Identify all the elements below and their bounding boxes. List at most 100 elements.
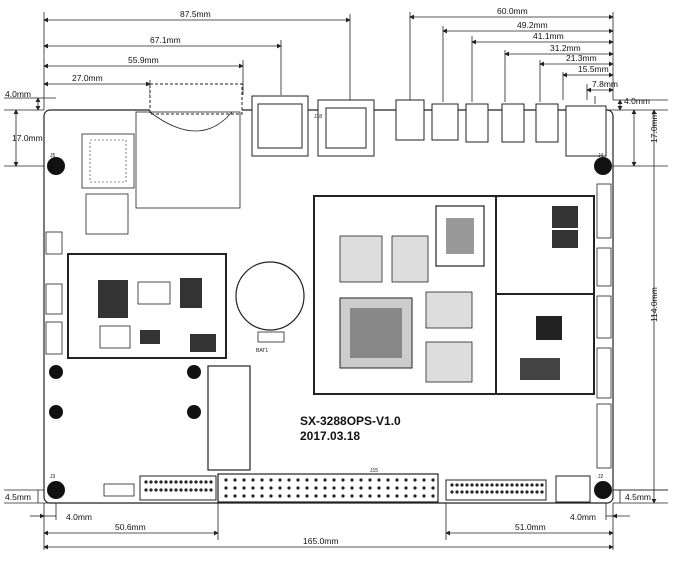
- hole-top-left: [47, 157, 65, 175]
- pin: [323, 494, 327, 498]
- pin: [314, 486, 318, 490]
- pin: [251, 486, 255, 490]
- pin: [287, 486, 291, 490]
- dim-bottom-right-conn: 51.0mm: [515, 522, 546, 532]
- pin: [422, 486, 426, 490]
- pin: [184, 480, 188, 484]
- pin: [495, 483, 499, 487]
- pin: [359, 494, 363, 498]
- pin: [404, 494, 408, 498]
- pin: [194, 480, 198, 484]
- pin: [224, 486, 228, 490]
- board-outline: [43, 109, 614, 504]
- dim-right-hole-y: 17.0mm: [649, 112, 659, 143]
- pin: [199, 480, 203, 484]
- pin: [296, 478, 300, 482]
- pin: [465, 490, 469, 494]
- pin: [323, 478, 327, 482]
- pin: [404, 478, 408, 482]
- pin: [530, 490, 534, 494]
- pin: [278, 486, 282, 490]
- pin: [480, 483, 484, 487]
- pin: [505, 483, 509, 487]
- pin: [224, 478, 228, 482]
- pin: [332, 478, 336, 482]
- pin: [233, 494, 237, 498]
- pin: [296, 494, 300, 498]
- bottom-connector-label: J15: [370, 468, 378, 474]
- pin: [377, 486, 381, 490]
- pin: [431, 478, 435, 482]
- pin: [368, 494, 372, 498]
- components: [45, 111, 612, 503]
- pin: [209, 480, 213, 484]
- top-connectors: [149, 83, 607, 157]
- pin: [314, 494, 318, 498]
- dim-right-hole-offset: 4.0mm: [624, 96, 650, 106]
- pin: [470, 490, 474, 494]
- pin: [431, 486, 435, 490]
- pin: [455, 483, 459, 487]
- pin: [323, 486, 327, 490]
- pin: [341, 478, 345, 482]
- pin: [413, 494, 417, 498]
- pin: [510, 483, 514, 487]
- pin: [455, 490, 459, 494]
- dim-right-height: 114.0mm: [649, 287, 659, 322]
- pin: [341, 486, 345, 490]
- pin: [204, 480, 208, 484]
- pin: [490, 483, 494, 487]
- dim-bottom-right-x: 4.0mm: [570, 512, 596, 522]
- pin: [341, 494, 345, 498]
- pin: [485, 483, 489, 487]
- pin: [260, 478, 264, 482]
- pin: [269, 478, 273, 482]
- dim-top-3: 27.0mm: [72, 73, 103, 83]
- pin: [404, 486, 408, 490]
- pin: [359, 486, 363, 490]
- hole-tr-label: J4: [598, 153, 604, 159]
- top-connector-label: J18: [314, 114, 322, 120]
- pin: [242, 494, 246, 498]
- pin: [260, 486, 264, 490]
- pin: [242, 486, 246, 490]
- pin: [386, 486, 390, 490]
- pin: [515, 483, 519, 487]
- hole-br-label: J2: [598, 474, 604, 480]
- dim-top-1: 67.1mm: [150, 35, 181, 45]
- pin: [520, 483, 524, 487]
- pin: [224, 494, 228, 498]
- pin: [184, 488, 188, 492]
- dim-left-hole-y: 17.0mm: [12, 133, 43, 143]
- pin: [431, 494, 435, 498]
- pin: [525, 483, 529, 487]
- pin: [260, 494, 264, 498]
- pin: [368, 478, 372, 482]
- hole-bottom-right: [594, 481, 612, 499]
- pin: [395, 478, 399, 482]
- pin: [287, 478, 291, 482]
- dim-top-9: 15.5mm: [578, 64, 609, 74]
- pin: [500, 490, 504, 494]
- pin: [269, 494, 273, 498]
- pin: [368, 486, 372, 490]
- dim-bottom-left-conn: 50.6mm: [115, 522, 146, 532]
- pin: [164, 480, 168, 484]
- pin: [278, 494, 282, 498]
- dim-bottom-right-y: 4.5mm: [625, 492, 651, 502]
- battery-label: BAT1: [256, 348, 268, 354]
- dim-top-10: 7.8mm: [592, 79, 618, 89]
- pin: [500, 483, 504, 487]
- pin: [350, 486, 354, 490]
- dim-left-hole-offset: 4.0mm: [5, 89, 31, 99]
- pin: [169, 488, 173, 492]
- pin: [189, 488, 193, 492]
- dim-top-2: 55.9mm: [128, 55, 159, 65]
- dim-top-0: 87.5mm: [180, 9, 211, 19]
- dim-top-6: 41.1mm: [533, 31, 564, 41]
- dim-bottom-left-x: 4.0mm: [66, 512, 92, 522]
- pin: [515, 490, 519, 494]
- dim-top-7: 31.2mm: [550, 43, 581, 53]
- pin: [535, 490, 539, 494]
